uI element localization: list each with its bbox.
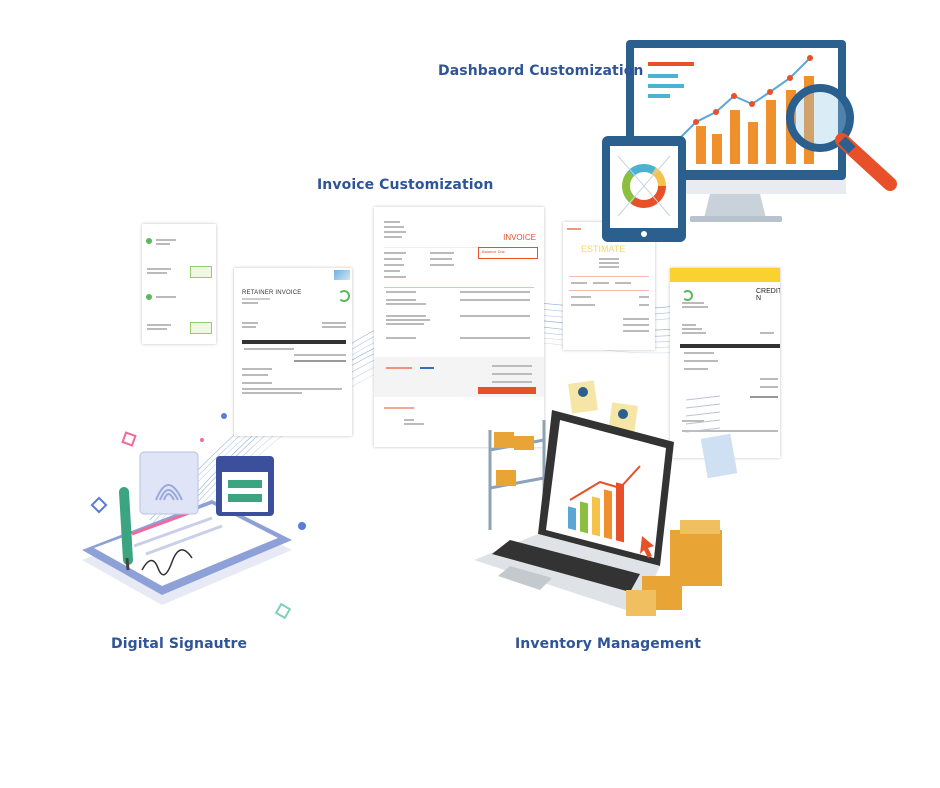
- invoice-title: INVOICE: [503, 233, 536, 242]
- file-lines-decoration: [685, 395, 738, 479]
- credit-note-doc: CREDIT N: [670, 268, 780, 458]
- main-invoice-doc: INVOICE Balance Due: [374, 207, 544, 447]
- tablet-donut-illustration: [602, 136, 686, 242]
- digital-signature-illustration: [82, 413, 306, 620]
- inventory-laptop-illustration: [474, 380, 722, 616]
- retainer-invoice-title: RETAINER INVOICE: [242, 290, 302, 296]
- credit-note-title: CREDIT N: [756, 288, 780, 302]
- inventory-management-label: Inventory Management: [515, 636, 702, 652]
- dashboard-customization-label: Dashbaord Customization: [438, 63, 644, 79]
- estimate-title: ESTIMATE: [581, 244, 626, 254]
- digital-signature-label: Digital Signautre: [111, 636, 248, 652]
- small-doc-left: [142, 224, 216, 344]
- invoice-balance-label: Balance Due: [482, 249, 505, 254]
- estimate-doc: ESTIMATE: [563, 222, 655, 350]
- retainer-invoice-doc: RETAINER INVOICE: [234, 268, 352, 436]
- invoice-customization-label: Invoice Customization: [317, 177, 494, 193]
